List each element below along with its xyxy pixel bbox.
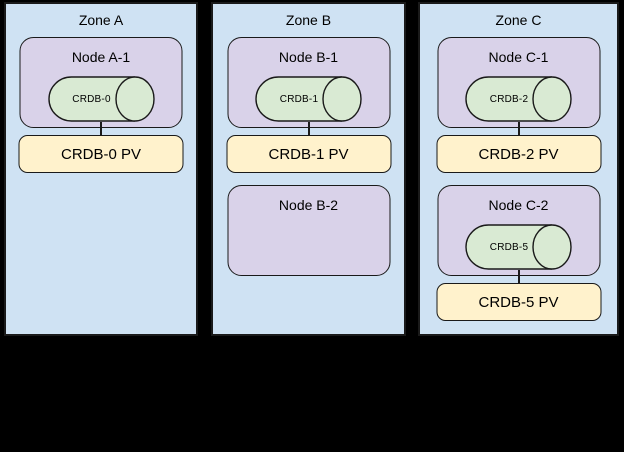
connector-node-b1-to-pv: [307, 122, 310, 137]
crdb-0-pv-label: CRDB-0 PV: [60, 145, 142, 163]
crdb-2-pv-box: CRDB-2 PV: [436, 135, 601, 173]
zone-panel-b: Zone B Node B-1 CRDB-1 CRDB-1 PV Node B-…: [211, 2, 406, 336]
database-cylinder-icon: [255, 76, 362, 122]
node-a1: Node A-1 CRDB-0: [19, 37, 183, 128]
node-c1-title: Node C-1: [488, 49, 549, 65]
connector-node-c2-to-pv: [517, 270, 520, 285]
crdb-5-cylinder: CRDB-5: [465, 224, 572, 270]
crdb-2-cylinder: CRDB-2: [465, 76, 572, 122]
database-cylinder-icon: [47, 76, 155, 122]
zone-b-title: Zone B: [285, 12, 332, 28]
crdb-1-label: CRDB-1: [279, 93, 319, 105]
crdb-5-pv-label: CRDB-5 PV: [478, 293, 559, 311]
database-cylinder-icon: [465, 224, 572, 270]
crdb-1-cylinder: CRDB-1: [255, 76, 362, 122]
crdb-0-label: CRDB-0: [72, 93, 111, 105]
zone-panel-c: Zone C Node C-1 CRDB-2 CRDB-2 PV Node C-…: [418, 2, 619, 336]
node-c2: Node C-2 CRDB-5: [437, 185, 600, 276]
crdb-0-pv-box: CRDB-0 PV: [18, 135, 184, 173]
node-b1-title: Node B-1: [278, 49, 339, 65]
connector-node-c1-to-pv: [517, 122, 520, 137]
crdb-1-pv-label: CRDB-1 PV: [268, 145, 349, 163]
zone-a-title: Zone A: [78, 12, 124, 28]
crdb-0-cylinder: CRDB-0: [47, 76, 155, 122]
crdb-2-label: CRDB-2: [489, 93, 529, 105]
node-b2: Node B-2: [227, 185, 390, 276]
zone-c-title: Zone C: [495, 12, 542, 28]
crdb-1-pv-box: CRDB-1 PV: [226, 135, 391, 173]
crdb-5-pv-box: CRDB-5 PV: [436, 283, 601, 321]
node-a1-title: Node A-1: [71, 49, 131, 65]
node-c1: Node C-1 CRDB-2: [437, 37, 600, 128]
node-b2-title: Node B-2: [278, 197, 339, 213]
connector-node-a1-to-pv: [100, 122, 102, 137]
crdb-5-label: CRDB-5: [489, 241, 529, 253]
node-b1: Node B-1 CRDB-1: [227, 37, 390, 128]
crdb-2-pv-label: CRDB-2 PV: [478, 145, 559, 163]
node-c2-title: Node C-2: [488, 197, 549, 213]
database-cylinder-icon: [465, 76, 572, 122]
zone-panel-a: Zone A Node A-1 CRDB-0 CRDB-0 PV: [4, 2, 198, 336]
